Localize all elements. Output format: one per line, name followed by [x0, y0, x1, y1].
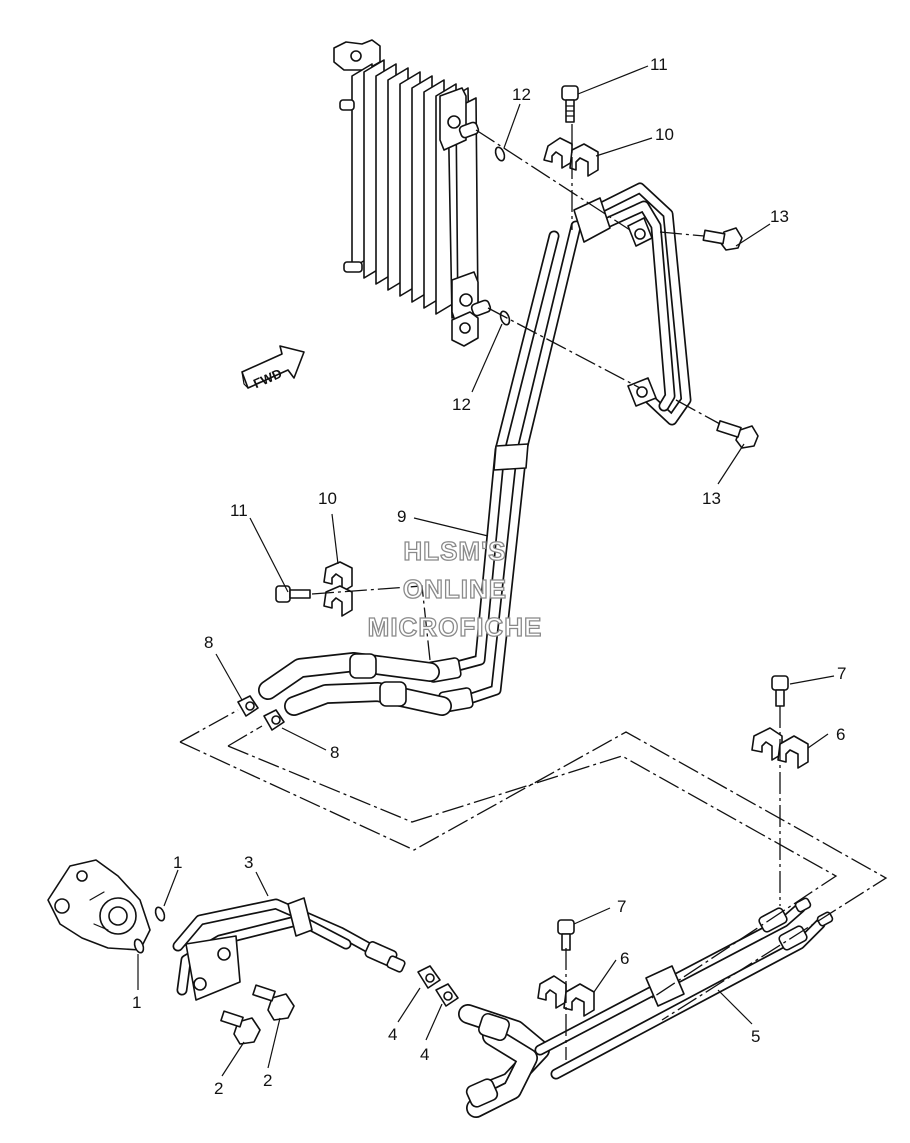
watermark-line-3: MICROFICHE: [368, 612, 543, 642]
callout-12-mid: 12: [452, 395, 471, 414]
callout-8-a: 8: [204, 633, 213, 652]
bolt-2b: [252, 984, 295, 1021]
callout-6-bot: 6: [620, 949, 629, 968]
o-ring-1b: [133, 938, 145, 954]
callout-12-top: 12: [512, 85, 531, 104]
bolt-mid: [275, 585, 311, 603]
bolt-7-lower: [557, 919, 575, 951]
callout-13-top: 13: [770, 207, 789, 226]
leader-lines: [137, 65, 835, 1077]
clamp-upper: [543, 137, 599, 177]
assembly-lines: [179, 124, 888, 1060]
oil-pipe-5: [458, 897, 834, 1118]
bolt-upper: [561, 85, 579, 123]
watermark: HLSM'S ONLINE MICROFICHE: [367, 535, 543, 642]
oil-pipe-3: [172, 897, 406, 1001]
oil-cooler: [333, 39, 492, 347]
callouts: 11 12 10 13 12 13 9 11 10 8 8 7 6 1 1 3 …: [132, 55, 846, 1098]
callout-11-top: 11: [650, 55, 668, 74]
bolt-7-upper: [771, 675, 789, 707]
callout-3: 3: [244, 853, 253, 872]
watermark-line-2: ONLINE: [403, 574, 507, 604]
callout-1-a: 1: [173, 853, 182, 872]
o-ring-1a: [154, 906, 166, 922]
clamp-6-upper: [751, 727, 809, 769]
hose-clip-4a: [417, 965, 441, 989]
callout-7-top: 7: [837, 664, 846, 683]
callout-2-b: 2: [263, 1071, 272, 1090]
fwd-arrow: FWD: [241, 345, 305, 391]
callout-8-b: 8: [330, 743, 339, 762]
callout-6-top: 6: [836, 725, 845, 744]
rubber-hoses-upper: [258, 652, 452, 716]
watermark-line-1: HLSM'S: [403, 536, 506, 566]
callout-13-mid: 13: [702, 489, 721, 508]
callout-4-b: 4: [420, 1045, 429, 1064]
callout-5: 5: [751, 1027, 760, 1046]
callout-4-a: 4: [388, 1025, 397, 1044]
callout-1-b: 1: [132, 993, 141, 1012]
o-ring-lower: [499, 310, 511, 326]
bolt-2a: [220, 1010, 261, 1045]
bolt-13-upper: [702, 227, 743, 251]
o-ring-upper: [494, 146, 506, 162]
callout-2-a: 2: [214, 1079, 223, 1098]
callout-10-mid: 10: [318, 489, 337, 508]
bolt-13-lower: [716, 420, 759, 449]
callout-9: 9: [397, 507, 406, 526]
clamp-mid: [323, 561, 353, 617]
hose-clip-b: [263, 709, 285, 731]
hose-clip-a: [237, 695, 259, 717]
engine-block: [47, 859, 151, 951]
callout-10-top: 10: [655, 125, 674, 144]
hose-clip-4b: [435, 983, 459, 1007]
callout-11-mid: 11: [230, 501, 248, 520]
callout-7-bot: 7: [617, 897, 626, 916]
clamp-6-lower: [537, 975, 595, 1017]
